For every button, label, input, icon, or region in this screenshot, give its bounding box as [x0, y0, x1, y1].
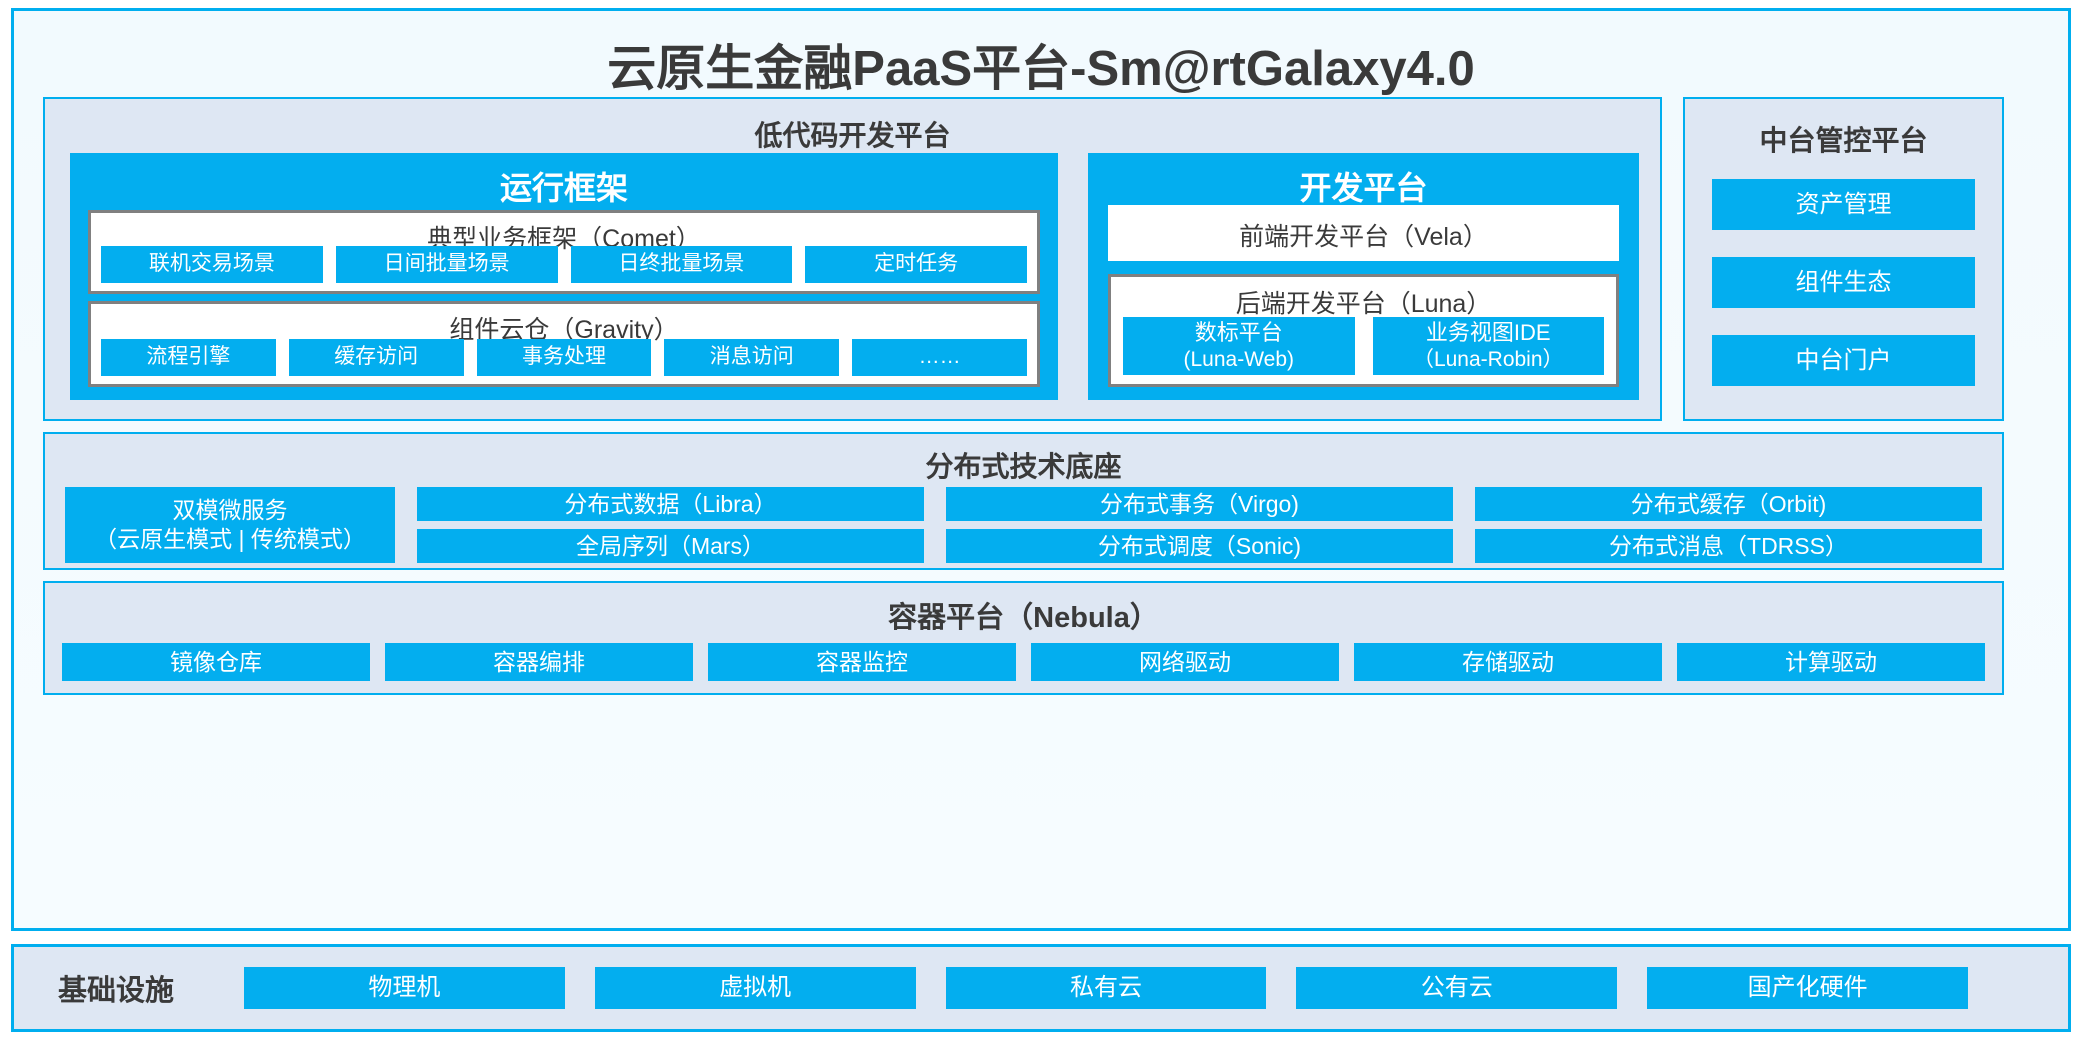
midoffice-item-portal[interactable]: 中台门户	[1712, 335, 1975, 386]
luna-web-label: 数标平台	[1194, 320, 1283, 346]
comet-business-framework-box: 典型业务框架（Comet） 联机交易场景 日间批量场景 日终批量场景 定时任务	[88, 210, 1040, 294]
dist-column-3: 分布式缓存（Orbit) 分布式消息（TDRSS）	[1475, 487, 1982, 563]
gravity-chip-cache-access[interactable]: 缓存访问	[288, 339, 464, 376]
luna-chip-data-standard-platform[interactable]: 数标平台 (Luna-Web)	[1123, 317, 1355, 375]
container-item-storage-driver[interactable]: 存储驱动	[1354, 643, 1662, 681]
dist-column-2: 分布式事务（Virgo) 分布式调度（Sonic)	[946, 487, 1453, 563]
midoffice-title: 中台管控平台	[1759, 125, 1928, 156]
runtime-framework-card[interactable]: 运行框架 典型业务框架（Comet） 联机交易场景 日间批量场景 日终批量场景 …	[70, 153, 1058, 400]
gravity-chip-more[interactable]: ……	[852, 339, 1027, 376]
luna-title: 后端开发平台（Luna）	[1235, 290, 1492, 318]
container-item-orchestration[interactable]: 容器编排	[385, 643, 693, 681]
infra-item-virtual-machine[interactable]: 虚拟机	[594, 967, 916, 1009]
dist-item-mars[interactable]: 全局序列（Mars）	[417, 529, 924, 563]
dev-platform-title: 开发平台	[1299, 170, 1428, 206]
container-platform-panel: 容器平台（Nebula） 镜像仓库 容器编排 容器监控 网络驱动 存储驱动 计算…	[43, 581, 2004, 695]
infrastructure-label: 基础设施	[58, 975, 175, 1007]
midoffice-item-list: 资产管理 组件生态 中台门户	[1712, 179, 1975, 386]
gravity-chip-message-access[interactable]: 消息访问	[664, 339, 840, 376]
luna-web-sub: (Luna-Web)	[1183, 347, 1295, 371]
comet-chip-row: 联机交易场景 日间批量场景 日终批量场景 定时任务	[101, 246, 1027, 283]
container-item-network-driver[interactable]: 网络驱动	[1031, 643, 1339, 681]
dist-column-1: 分布式数据（Libra） 全局序列（Mars）	[417, 487, 924, 563]
dist-dual-mode-microservice[interactable]: 双模微服务 （云原生模式 | 传统模式）	[65, 487, 395, 563]
midoffice-item-component-ecosystem[interactable]: 组件生态	[1712, 257, 1975, 308]
infra-item-private-cloud[interactable]: 私有云	[945, 967, 1267, 1009]
distributed-body: 双模微服务 （云原生模式 | 传统模式） 分布式数据（Libra） 全局序列（M…	[65, 487, 1982, 563]
infrastructure-item-list: 物理机 虚拟机 私有云 公有云 国产化硬件	[244, 967, 1968, 1009]
comet-chip-online-transaction[interactable]: 联机交易场景	[101, 246, 323, 283]
vela-frontend-platform-box[interactable]: 前端开发平台（Vela）	[1108, 205, 1619, 261]
dist-item-libra[interactable]: 分布式数据（Libra）	[417, 487, 924, 521]
infra-item-physical-machine[interactable]: 物理机	[244, 967, 565, 1009]
luna-chip-business-view-ide[interactable]: 业务视图IDE （Luna-Robin）	[1372, 317, 1604, 375]
dist-item-orbit[interactable]: 分布式缓存（Orbit)	[1475, 487, 1982, 521]
infra-item-domestic-hardware[interactable]: 国产化硬件	[1647, 967, 1968, 1009]
infrastructure-frame: 基础设施 物理机 虚拟机 私有云 公有云 国产化硬件	[11, 944, 2071, 1032]
luna-backend-platform-box: 后端开发平台（Luna） 数标平台 (Luna-Web) 业务视图IDE （Lu…	[1108, 274, 1619, 387]
dist-item-virgo[interactable]: 分布式事务（Virgo)	[946, 487, 1453, 521]
dual-mode-label: 双模微服务	[172, 497, 288, 524]
container-item-compute-driver[interactable]: 计算驱动	[1677, 643, 1985, 681]
dev-platform-card[interactable]: 开发平台 前端开发平台（Vela） 后端开发平台（Luna） 数标平台 (Lun…	[1088, 153, 1639, 400]
comet-chip-scheduled-task[interactable]: 定时任务	[805, 246, 1027, 283]
comet-chip-intraday-batch[interactable]: 日间批量场景	[335, 246, 558, 283]
page-title: 云原生金融PaaS平台-Sm@rtGalaxy4.0	[607, 42, 1475, 96]
vela-title: 前端开发平台（Vela）	[1239, 223, 1488, 251]
gravity-component-cloud-box: 组件云仓（Gravity） 流程引擎 缓存访问 事务处理 消息访问 ……	[88, 301, 1040, 387]
container-item-image-registry[interactable]: 镜像仓库	[62, 643, 370, 681]
comet-chip-eod-batch[interactable]: 日终批量场景	[570, 246, 793, 283]
luna-robin-label: 业务视图IDE	[1425, 320, 1551, 346]
dual-mode-sub: （云原生模式 | 传统模式）	[94, 526, 366, 552]
container-platform-title: 容器平台（Nebula）	[888, 602, 1159, 634]
container-item-list: 镜像仓库 容器编排 容器监控 网络驱动 存储驱动 计算驱动	[62, 643, 1985, 681]
gravity-chip-transaction-processing[interactable]: 事务处理	[476, 339, 652, 376]
platform-main-frame: 云原生金融PaaS平台-Sm@rtGalaxy4.0 低代码开发平台 运行框架 …	[11, 8, 2071, 931]
gravity-chip-row: 流程引擎 缓存访问 事务处理 消息访问 ……	[101, 339, 1027, 376]
distributed-tech-base-title: 分布式技术底座	[925, 451, 1122, 482]
infra-item-public-cloud[interactable]: 公有云	[1296, 967, 1618, 1009]
container-item-monitoring[interactable]: 容器监控	[708, 643, 1016, 681]
gravity-chip-process-engine[interactable]: 流程引擎	[101, 339, 276, 376]
dist-item-sonic[interactable]: 分布式调度（Sonic)	[946, 529, 1453, 563]
lowcode-platform-panel: 低代码开发平台 运行框架 典型业务框架（Comet） 联机交易场景 日间批量场景…	[43, 97, 1662, 421]
luna-robin-sub: （Luna-Robin）	[1412, 347, 1564, 371]
distributed-tech-base-panel: 分布式技术底座 双模微服务 （云原生模式 | 传统模式） 分布式数据（Libra…	[43, 432, 2004, 570]
dist-item-tdrss[interactable]: 分布式消息（TDRSS）	[1475, 529, 1982, 563]
runtime-framework-title: 运行框架	[499, 170, 628, 206]
luna-chip-row: 数标平台 (Luna-Web) 业务视图IDE （Luna-Robin）	[1123, 317, 1604, 375]
lowcode-platform-title: 低代码开发平台	[754, 120, 951, 151]
midoffice-control-panel: 中台管控平台 资产管理 组件生态 中台门户	[1683, 97, 2004, 421]
midoffice-item-asset-management[interactable]: 资产管理	[1712, 179, 1975, 230]
